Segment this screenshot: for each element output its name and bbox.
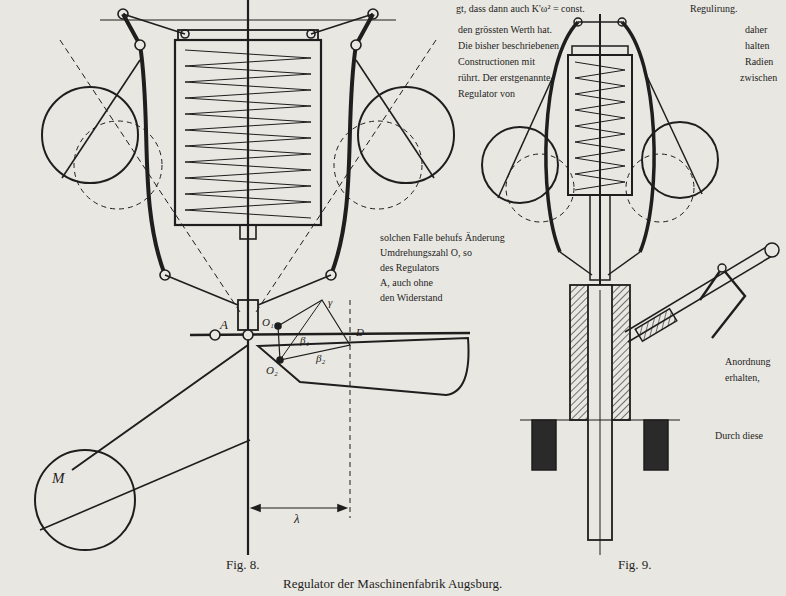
drawing-stroke — [644, 420, 668, 470]
text-fragment: Anordnung — [725, 356, 771, 367]
drawing-stroke — [532, 420, 556, 470]
drawing-stroke — [278, 300, 350, 360]
drawing-stroke — [35, 450, 135, 550]
drawing-stroke — [247, 0, 249, 555]
part-letter: A — [220, 318, 228, 332]
drawing-stroke — [334, 121, 422, 209]
drawing-stroke — [238, 300, 258, 330]
text-fragment: Regulirung. — [690, 3, 738, 14]
part-letter: M — [52, 470, 65, 487]
text-fragment: solchen Falle behufs Änderung — [380, 232, 505, 243]
text-fragment: halten — [745, 40, 769, 51]
part-letter: O₂ — [266, 364, 278, 376]
drawing-stroke — [350, 300, 351, 518]
drawing-stroke — [252, 508, 346, 509]
text-fragment: rührt. Der erstgenannte — [458, 72, 550, 83]
drawing-stroke — [181, 30, 189, 38]
drawing-stroke — [482, 127, 558, 203]
drawing-stroke — [280, 300, 322, 360]
drawing-stroke — [608, 252, 640, 275]
drawing-stroke — [572, 46, 628, 55]
part-letter: O₁ — [262, 316, 274, 328]
drawing-stroke — [277, 357, 283, 363]
drawing-stroke — [243, 330, 253, 340]
drawing-stroke — [568, 55, 632, 195]
drawing-stroke — [628, 256, 772, 342]
drawing-stroke — [644, 70, 702, 194]
drawing-stroke — [351, 40, 361, 50]
text-fragment: gt, dass dann auch K'ω² = const. — [456, 3, 585, 14]
drawing-stroke — [135, 40, 145, 50]
drawing-stroke — [578, 21, 622, 23]
text-fragment: A, auch ohne — [380, 277, 433, 288]
drawing-stroke — [338, 505, 346, 511]
drawing-stroke — [190, 333, 470, 335]
text-fragment: erhalten, — [725, 372, 760, 383]
drawing-stroke — [625, 246, 768, 332]
drawing-stroke — [700, 268, 745, 338]
drawing-stroke — [765, 243, 779, 257]
drawing-stroke — [74, 121, 162, 209]
drawing-stroke — [252, 505, 260, 511]
text-fragment: Umdrehungszahl O, so — [380, 247, 472, 258]
text-fragment: den Widerstand — [380, 292, 442, 303]
part-letter: λ — [294, 512, 300, 526]
drawing-stroke — [356, 60, 434, 178]
drawing-stroke — [307, 30, 315, 38]
drawing-stroke — [178, 30, 318, 40]
part-letter: β₂ — [316, 352, 325, 364]
fig8-governor — [35, 0, 470, 555]
text-fragment: Fig. 8. — [226, 558, 260, 572]
drawing-stroke — [60, 40, 240, 312]
text-fragment: zwischen — [740, 72, 777, 83]
text-fragment: Regulator von — [458, 88, 515, 99]
figure-caption: Regulator der Maschinenfabrik Augsburg. — [283, 577, 502, 591]
drawing-stroke — [210, 330, 220, 340]
drawing-stroke — [575, 62, 625, 190]
text-fragment: Die bisher beschriebenen — [458, 40, 559, 51]
drawing-stroke — [718, 264, 726, 272]
text-fragment: Durch diese — [715, 430, 763, 441]
part-letter: γ — [328, 296, 332, 308]
text-fragment: Fig. 9. — [618, 558, 652, 572]
drawing-stroke — [275, 323, 281, 329]
part-letter: D — [356, 326, 364, 338]
drawing-stroke — [240, 225, 256, 239]
drawing-stroke — [165, 275, 238, 305]
drawing-stroke — [546, 22, 578, 252]
drawing-stroke — [626, 154, 694, 222]
drawing-stroke — [62, 60, 140, 178]
drawing-stroke — [40, 440, 250, 530]
part-letter: β₁ — [300, 334, 309, 346]
drawing-stroke — [590, 195, 610, 280]
text-fragment: den grössten Werth hat. — [458, 24, 552, 35]
drawing-stroke — [560, 252, 592, 275]
drawing-stroke — [506, 154, 574, 222]
text-fragment: des Regulators — [380, 262, 439, 273]
drawing-stroke — [100, 20, 396, 21]
drawing-stroke — [185, 50, 311, 218]
drawing-stroke — [635, 309, 676, 342]
fig9-governor — [482, 14, 779, 555]
drawing-stroke — [175, 40, 321, 225]
drawing-stroke — [520, 420, 680, 421]
text-fragment: Radien — [745, 56, 773, 67]
text-fragment: daher — [745, 24, 767, 35]
drawing-stroke — [600, 290, 601, 555]
text-fragment: Constructionen mit — [458, 56, 535, 67]
